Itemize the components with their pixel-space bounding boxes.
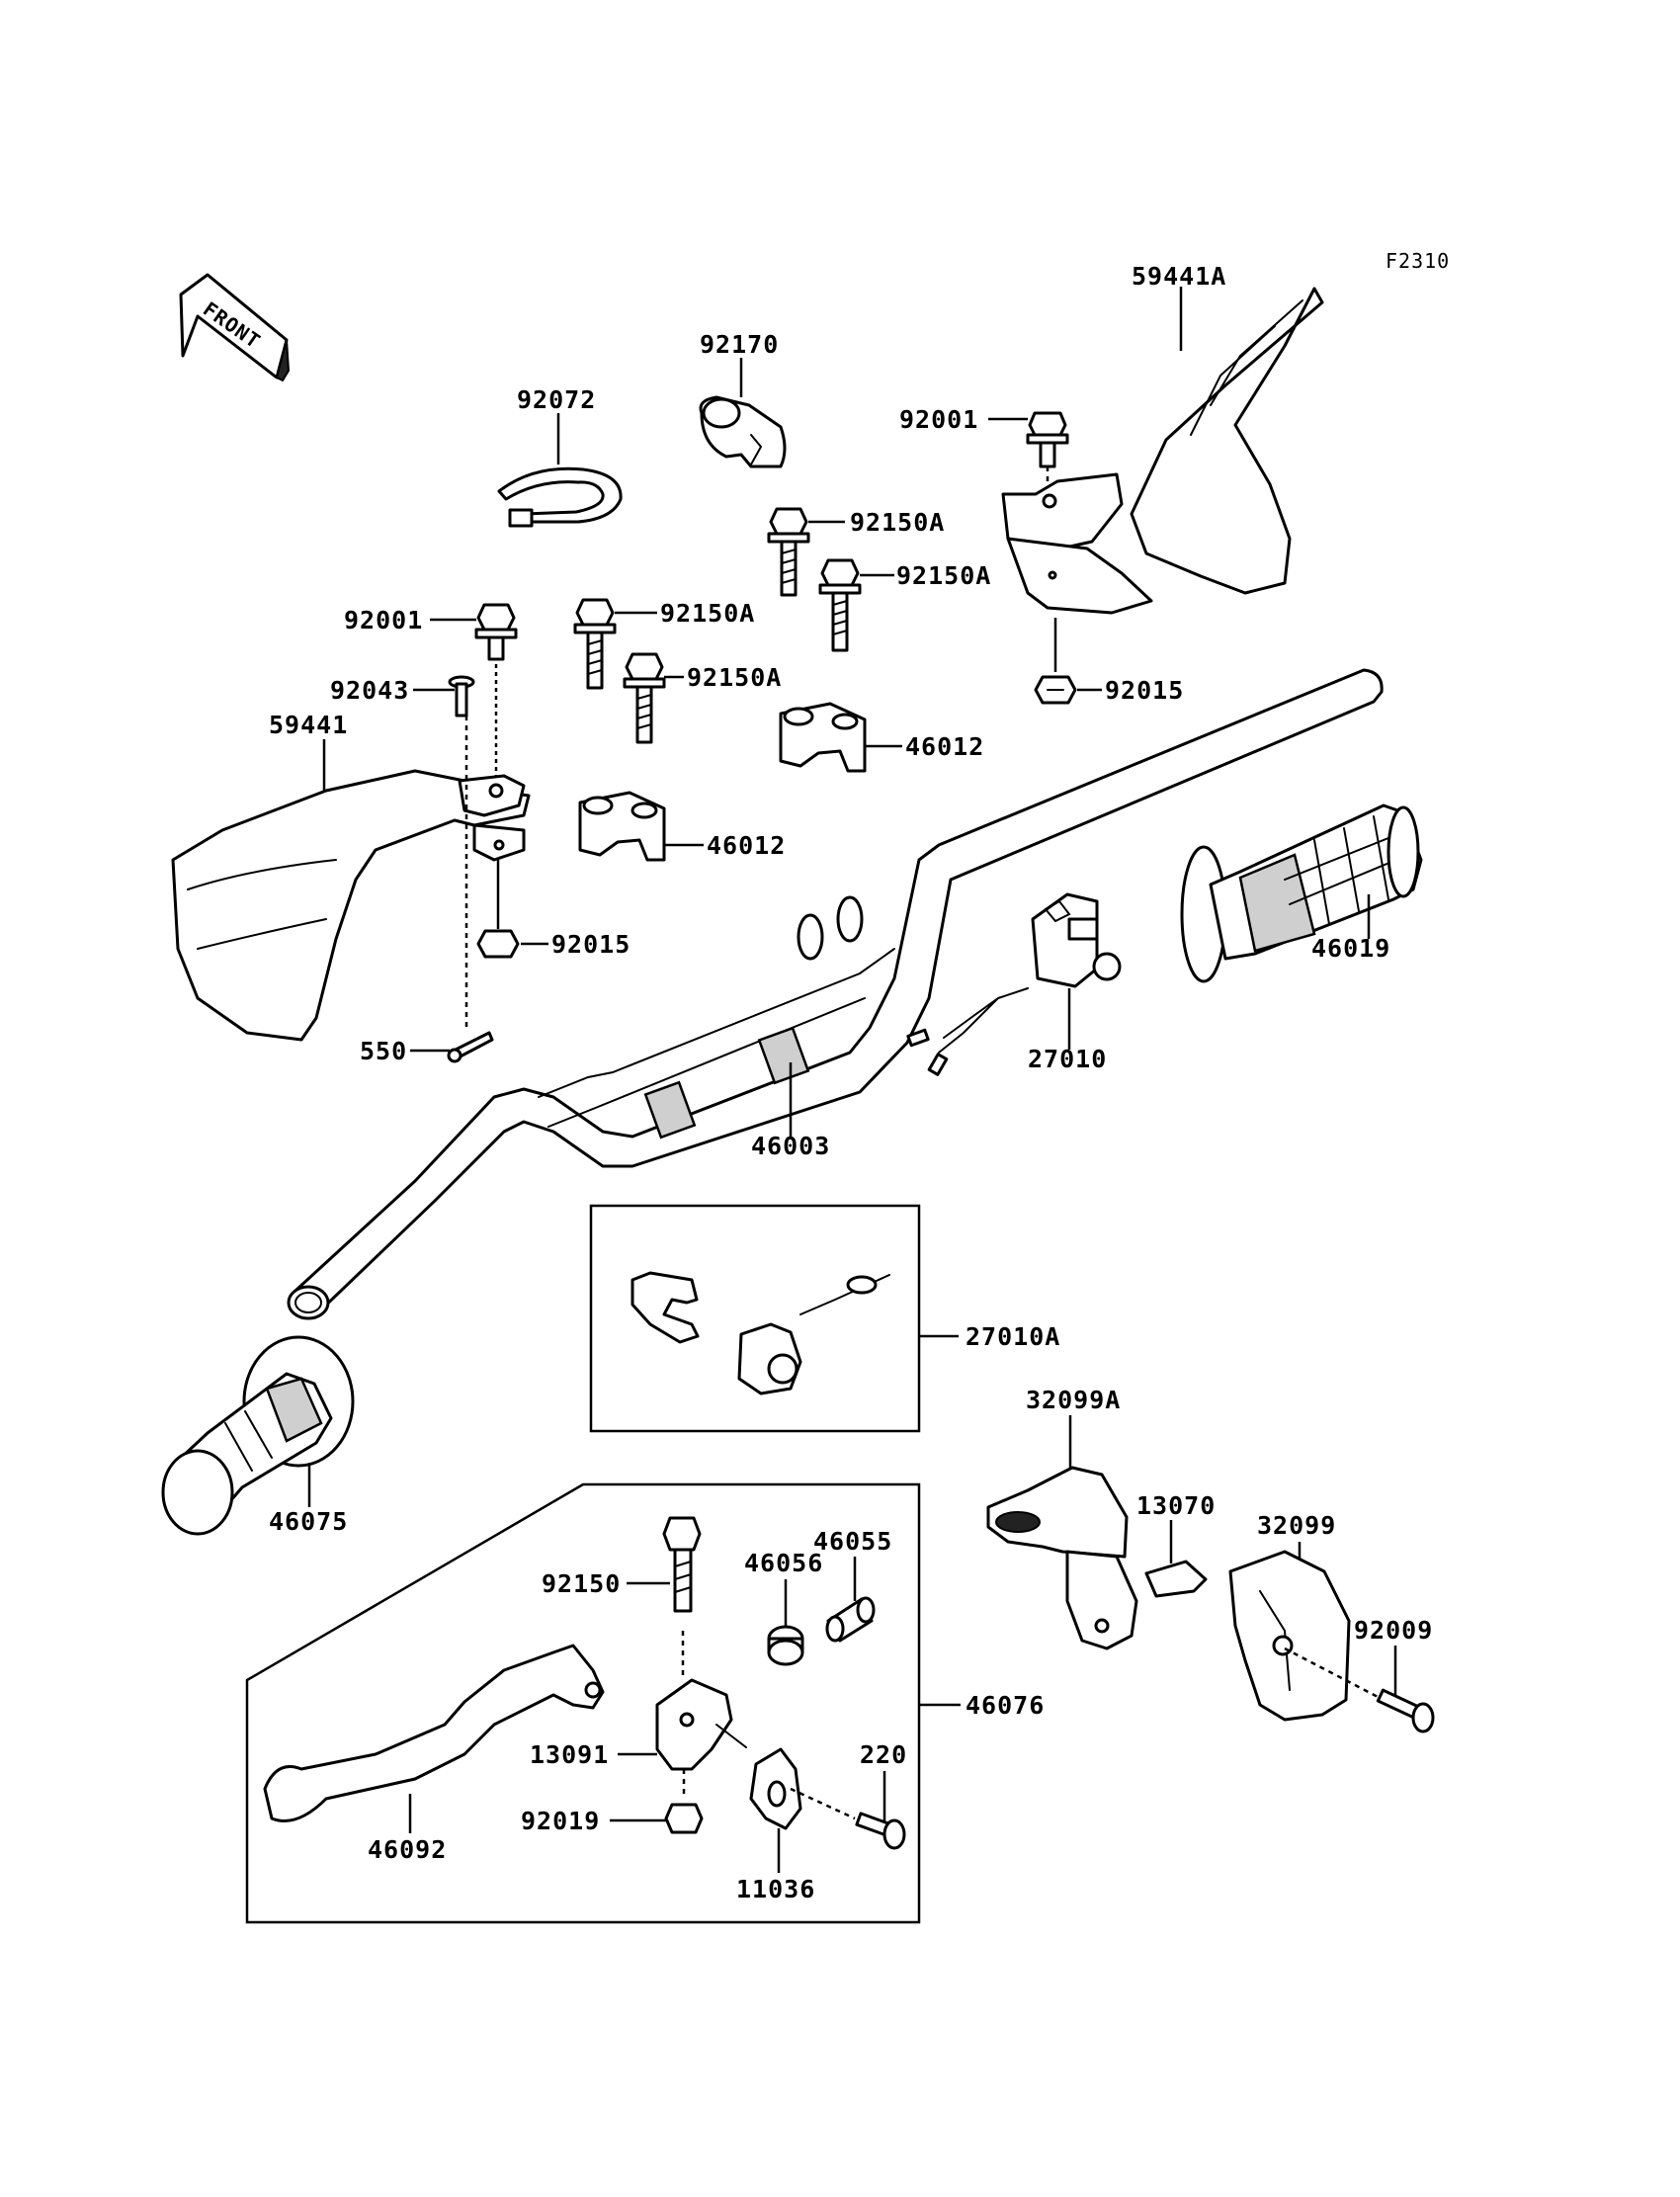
label-220[interactable]: 220	[860, 1740, 907, 1769]
band-92072[interactable]	[497, 466, 623, 528]
part-labels: 59441A 92170 92072 92001 92150A 92150A 9…	[269, 262, 1433, 1903]
grip-46019[interactable]	[1180, 803, 1423, 983]
clamp-46012-left[interactable]	[578, 791, 666, 862]
nut-46056[interactable]	[767, 1625, 804, 1666]
holder-13091[interactable]	[655, 1678, 747, 1771]
adjuster-46055[interactable]	[825, 1596, 876, 1643]
label-92150A-1[interactable]: 92150A	[850, 508, 945, 537]
label-92072[interactable]: 92072	[517, 385, 596, 414]
bolt-92150[interactable]	[662, 1516, 702, 1675]
label-59441A[interactable]: 59441A	[1132, 262, 1226, 291]
label-32099A[interactable]: 32099A	[1026, 1386, 1121, 1414]
hand-guard-left[interactable]	[171, 769, 531, 1042]
label-46056[interactable]: 46056	[744, 1549, 823, 1577]
cover-13070[interactable]	[1144, 1560, 1208, 1598]
label-59441[interactable]: 59441	[269, 711, 348, 739]
label-46075[interactable]: 46075	[269, 1507, 348, 1536]
label-92150[interactable]: 92150	[542, 1569, 621, 1598]
screw-220[interactable]	[790, 1787, 906, 1850]
clip-92170[interactable]	[699, 395, 787, 468]
label-27010[interactable]: 27010	[1028, 1045, 1107, 1073]
label-13070[interactable]: 13070	[1136, 1491, 1216, 1520]
label-92150A-2[interactable]: 92150A	[896, 561, 991, 590]
label-46076[interactable]: 46076	[966, 1691, 1045, 1720]
grip-46075[interactable]	[161, 1335, 355, 1536]
front-arrow-icon: FRONT	[179, 273, 291, 382]
housing-32099A[interactable]	[986, 1466, 1138, 1650]
bolt-92001-left[interactable]	[474, 603, 518, 781]
nut-92015-right[interactable]	[1034, 618, 1077, 705]
handlebar-46003[interactable]	[287, 668, 1384, 1320]
label-92043[interactable]: 92043	[330, 676, 409, 705]
bolt-92150A-4[interactable]	[623, 652, 666, 744]
label-27010A[interactable]: 27010A	[966, 1322, 1060, 1351]
clamp-11036[interactable]	[749, 1747, 802, 1830]
lever-46092[interactable]	[263, 1644, 605, 1822]
label-92015-left[interactable]: 92015	[551, 930, 630, 959]
master-cylinder-box	[245, 1482, 921, 1924]
nut-92015-left[interactable]	[476, 860, 520, 959]
label-92009[interactable]: 92009	[1354, 1616, 1433, 1645]
label-46012-right[interactable]: 46012	[905, 732, 984, 761]
figure-code: F2310	[1386, 249, 1450, 273]
label-92019[interactable]: 92019	[521, 1807, 600, 1835]
label-32099[interactable]: 32099	[1257, 1511, 1336, 1540]
bolt-92150A-1[interactable]	[767, 507, 810, 597]
switch-27010A-box	[589, 1204, 921, 1433]
leader-lines	[307, 287, 1397, 1873]
label-13091[interactable]: 13091	[530, 1740, 609, 1769]
label-46055[interactable]: 46055	[813, 1527, 892, 1556]
label-11036[interactable]: 11036	[736, 1875, 815, 1903]
label-550[interactable]: 550	[360, 1037, 407, 1065]
label-92015-right[interactable]: 92015	[1105, 676, 1184, 705]
pin-92043[interactable]	[448, 675, 475, 718]
label-92001-left[interactable]: 92001	[344, 606, 423, 634]
label-46003[interactable]: 46003	[751, 1132, 830, 1160]
bolt-92150A-3[interactable]	[573, 598, 617, 690]
label-92001-right[interactable]: 92001	[899, 405, 978, 434]
label-92150A-4[interactable]: 92150A	[687, 663, 782, 692]
switch-27010[interactable]	[906, 892, 1122, 1076]
label-92150A-3[interactable]: 92150A	[660, 599, 755, 628]
label-46012-left[interactable]: 46012	[707, 831, 786, 860]
clamp-46012-right[interactable]	[779, 702, 867, 773]
bolt-92150A-2[interactable]	[818, 558, 862, 652]
screw-92009[interactable]	[1284, 1647, 1435, 1733]
bolt-92001-right[interactable]	[1026, 411, 1069, 486]
switch-27010A-assembly[interactable]	[630, 1271, 890, 1395]
nut-92019[interactable]	[664, 1769, 704, 1834]
label-46092[interactable]: 46092	[368, 1835, 447, 1864]
label-92170[interactable]: 92170	[700, 330, 779, 359]
hand-guard-right[interactable]	[1001, 287, 1324, 615]
label-46019[interactable]: 46019	[1311, 934, 1390, 963]
cotter-pin-550[interactable]	[447, 716, 494, 1063]
housing-32099[interactable]	[1228, 1550, 1351, 1722]
